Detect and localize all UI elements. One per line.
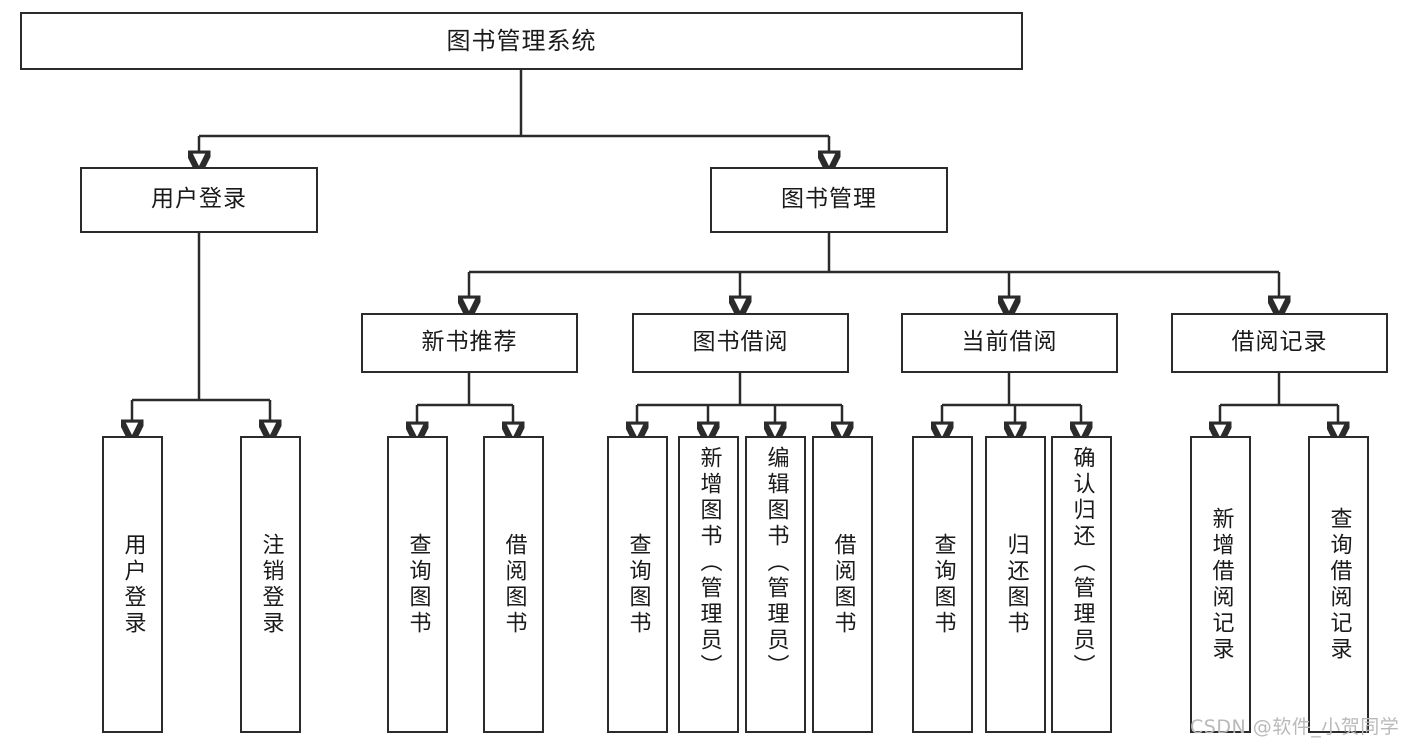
- leaf-borrow-book-label: 借阅图书: [830, 532, 856, 637]
- leaf-return-book[interactable]: 归还图书: [985, 436, 1046, 733]
- leaf-query-book-borrow-label: 查询图书: [625, 532, 651, 637]
- leaf-query-borrow-record[interactable]: 查询借阅记录: [1308, 436, 1369, 733]
- leaf-user-login[interactable]: 用户登录: [102, 436, 163, 733]
- leaf-logout-label: 注销登录: [258, 532, 284, 637]
- leaf-add-book-admin-label: 新增图书（管理员）: [696, 446, 722, 680]
- leaf-borrow-book[interactable]: 借阅图书: [812, 436, 873, 733]
- csdn-watermark: CSDN @软件_小贺同学: [1190, 716, 1400, 738]
- leaf-query-book-recommend-label: 查询图书: [405, 532, 431, 637]
- node-borrow-record[interactable]: 借阅记录: [1171, 313, 1388, 373]
- node-book-borrow[interactable]: 图书借阅: [632, 313, 849, 373]
- leaf-add-borrow-record[interactable]: 新增借阅记录: [1190, 436, 1251, 733]
- leaf-confirm-return-admin[interactable]: 确认归还（管理员）: [1051, 436, 1112, 733]
- node-book-borrow-label: 图书借阅: [692, 329, 789, 356]
- leaf-add-borrow-record-label: 新增借阅记录: [1208, 506, 1234, 663]
- leaf-confirm-return-admin-label: 确认归还（管理员）: [1069, 446, 1095, 680]
- leaf-borrow-book-recommend[interactable]: 借阅图书: [483, 436, 544, 733]
- leaf-logout[interactable]: 注销登录: [240, 436, 301, 733]
- leaf-query-book-borrow[interactable]: 查询图书: [607, 436, 668, 733]
- node-new-book-recommend[interactable]: 新书推荐: [361, 313, 578, 373]
- leaf-borrow-book-recommend-label: 借阅图书: [501, 532, 527, 637]
- node-new-book-recommend-label: 新书推荐: [421, 329, 518, 356]
- node-book-management-label: 图书管理: [781, 186, 877, 213]
- leaf-edit-book-admin[interactable]: 编辑图书（管理员）: [745, 436, 806, 733]
- node-user-login[interactable]: 用户登录: [80, 167, 318, 233]
- leaf-edit-book-admin-label: 编辑图书（管理员）: [763, 446, 789, 680]
- leaf-query-book-current[interactable]: 查询图书: [912, 436, 973, 733]
- leaf-user-login-label: 用户登录: [120, 532, 146, 637]
- leaf-return-book-label: 归还图书: [1003, 532, 1029, 637]
- node-current-borrow-label: 当前借阅: [961, 329, 1058, 356]
- leaf-query-book-current-label: 查询图书: [930, 532, 956, 637]
- node-root[interactable]: 图书管理系统: [20, 12, 1023, 70]
- node-user-login-label: 用户登录: [151, 186, 247, 213]
- leaf-query-borrow-record-label: 查询借阅记录: [1326, 506, 1352, 663]
- leaf-add-book-admin[interactable]: 新增图书（管理员）: [678, 436, 739, 733]
- node-book-management[interactable]: 图书管理: [710, 167, 948, 233]
- node-current-borrow[interactable]: 当前借阅: [901, 313, 1118, 373]
- leaf-query-book-recommend[interactable]: 查询图书: [387, 436, 448, 733]
- node-root-label: 图书管理系统: [446, 26, 597, 55]
- node-borrow-record-label: 借阅记录: [1231, 329, 1328, 356]
